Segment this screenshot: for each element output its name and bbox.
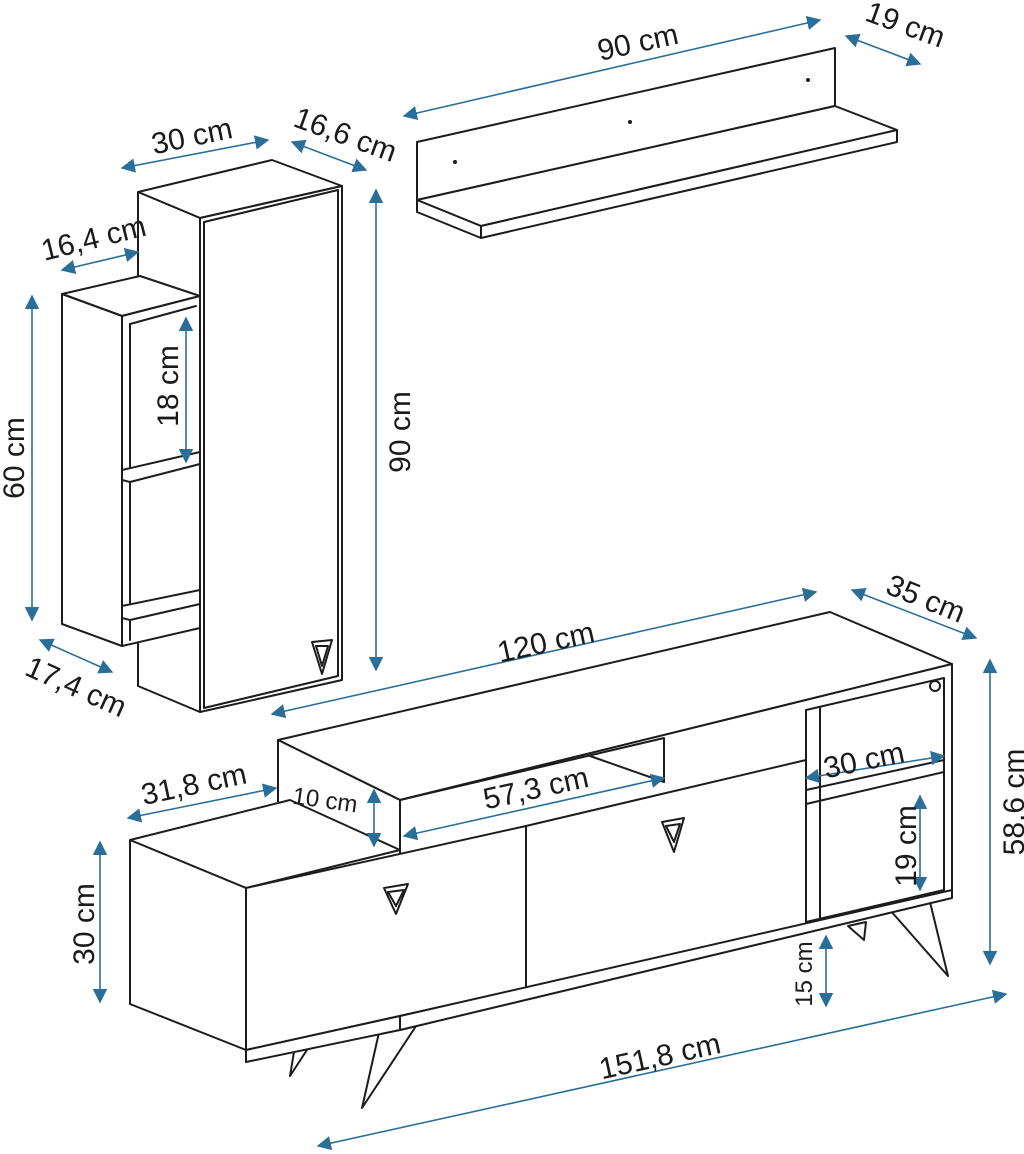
dim-tv-top-width [270, 587, 818, 719]
dim-door-width [402, 773, 666, 841]
dim-tv-left-depth [126, 783, 278, 823]
tv-unit-door-handle [661, 817, 685, 853]
dim-cabinet-depth [290, 139, 368, 173]
dim-cabinet-bottom-depth [38, 638, 114, 674]
wall-shelf [416, 47, 898, 239]
side-shelf-inner-top [129, 305, 197, 325]
dim-tv-depth [850, 587, 978, 641]
wall-shelf-screw-hole [453, 160, 457, 164]
wall-shelf-screw-hole [806, 78, 810, 82]
label-leg-height: 15 cm [791, 941, 818, 1006]
label-cabinet-bottom-depth: 17,4 cm [20, 651, 131, 725]
dim-side-shelf-width [804, 750, 946, 784]
label-total-width: 151,8 cm [596, 1027, 724, 1086]
label-side-shelf-depth: 16,4 cm [38, 210, 150, 268]
label-shelf-width: 90 cm [594, 18, 681, 68]
tv-unit-leg [847, 921, 867, 941]
label-tv-compartment-height: 19 cm [890, 805, 923, 887]
wall-shelf-side [416, 141, 482, 239]
dimension-arrows [24, 15, 1008, 1151]
dim-side-shelf-depth [60, 247, 140, 275]
label-compartment-height: 18 cm [152, 345, 185, 427]
dim-total-width [316, 989, 1008, 1151]
label-tv-left-depth: 31,8 cm [138, 757, 249, 811]
label-cabinet-depth: 16,6 cm [289, 101, 401, 169]
label-tv-top-width: 120 cm [494, 616, 597, 670]
wall-cabinet-door [199, 185, 343, 713]
side-shelf-left-panel [61, 293, 123, 647]
label-side-height: 60 cm [0, 417, 31, 499]
tv-unit-cable-hole [929, 680, 941, 692]
tv-unit-door-handle [383, 883, 409, 915]
label-cabinet-height: 90 cm [384, 391, 417, 473]
wall-shelf-screw-hole [628, 120, 632, 124]
label-tv-height: 58,6 cm [998, 749, 1024, 856]
dim-shelf-width [402, 15, 822, 121]
label-base-height: 30 cm [68, 883, 101, 965]
label-tv-depth: 35 cm [882, 569, 970, 630]
side-shelf-bottom-board [121, 589, 201, 621]
tv-unit-leg [889, 901, 949, 977]
dim-cabinet-width [120, 135, 270, 173]
dim-shelf-depth [844, 33, 922, 67]
